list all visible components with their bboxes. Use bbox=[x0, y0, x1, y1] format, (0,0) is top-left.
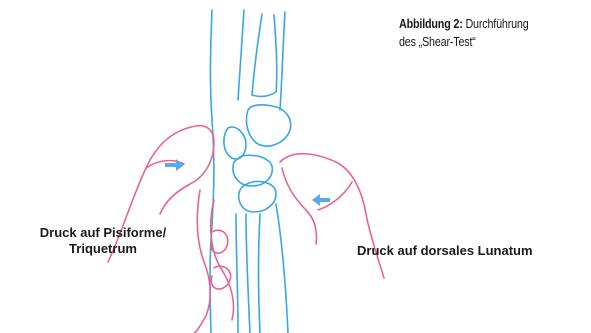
bone-shaft-right2 bbox=[280, 12, 285, 110]
wrist-bones bbox=[210, 10, 291, 333]
carpal-bone-2 bbox=[224, 127, 246, 159]
right-hand-outline bbox=[280, 154, 384, 278]
right-hand-inner bbox=[282, 168, 317, 244]
pressure-arrows bbox=[165, 159, 330, 206]
metacarpal-2 bbox=[259, 214, 261, 333]
arrow-left-icon bbox=[312, 194, 330, 206]
figure-caption: Abbildung 2: Durchführung des „Shear-Tes… bbox=[399, 15, 571, 51]
caption-title: Abbildung 2: bbox=[399, 17, 463, 31]
bone-inner bbox=[252, 14, 277, 96]
caption-text-line1: Durchführung bbox=[465, 17, 528, 31]
right-hand-thumb bbox=[318, 182, 352, 210]
label-pisiforme-triquetrum: Druck auf Pisiforme/ Triquetrum bbox=[10, 225, 196, 257]
metacarpal-4 bbox=[246, 214, 250, 333]
label-dorsales-lunatum: Druck auf dorsales Lunatum bbox=[357, 243, 591, 259]
carpal-bone-1 bbox=[246, 105, 290, 146]
metacarpal-1 bbox=[236, 214, 238, 333]
caption-text-line2: des „Shear-Test“ bbox=[399, 35, 476, 49]
label-left-line1: Druck auf Pisiforme/ bbox=[10, 225, 196, 241]
label-left-line2: Triquetrum bbox=[10, 241, 196, 257]
left-hand-fingers bbox=[194, 190, 210, 333]
bone-shaft-right bbox=[238, 10, 244, 100]
left-hand-finger2 bbox=[211, 200, 234, 320]
metacarpal-3 bbox=[276, 204, 288, 333]
